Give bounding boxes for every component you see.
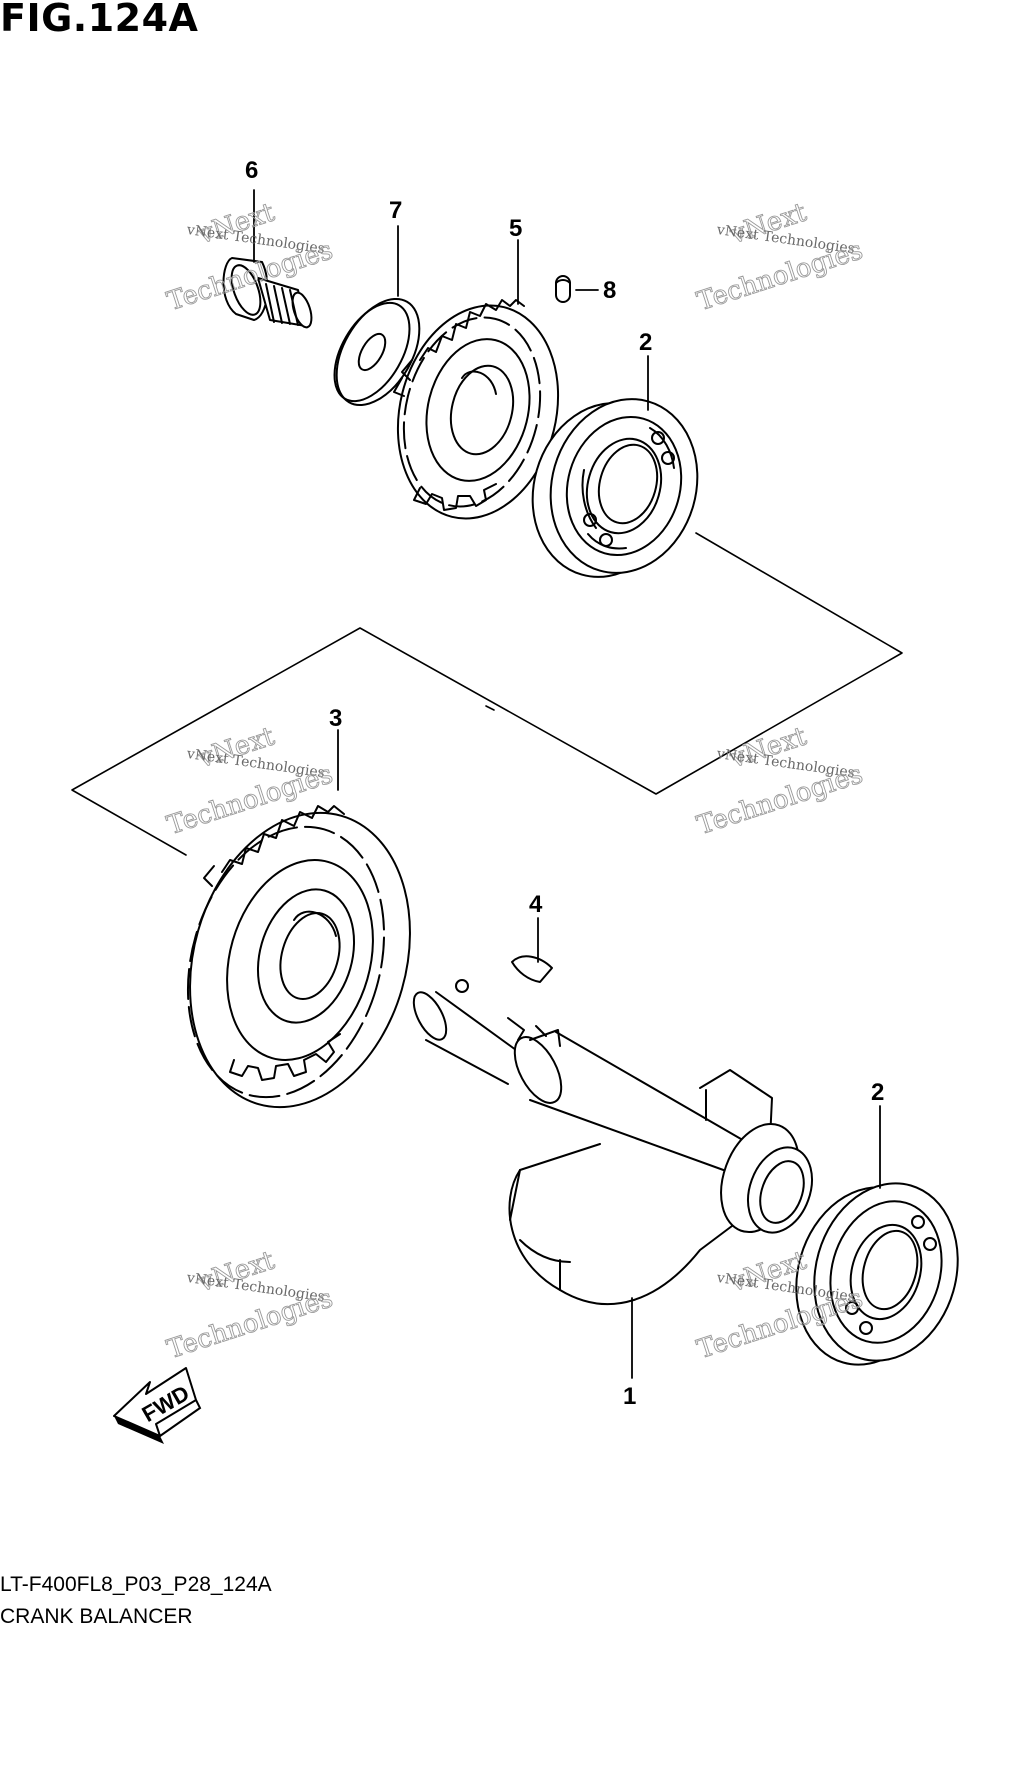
figure-code: LT-F400FL8_P03_P28_124A xyxy=(0,1573,272,1596)
svg-text:Technologies: Technologies xyxy=(164,759,337,841)
callout-8[interactable]: 8 xyxy=(603,277,616,304)
watermark-2: vNext vNext Technologies Technologies xyxy=(693,197,867,318)
figure-name: CRANK BALANCER xyxy=(0,1605,193,1628)
part-8-pin[interactable] xyxy=(555,275,571,303)
svg-text:Technologies: Technologies xyxy=(694,235,867,317)
callout-7[interactable]: 7 xyxy=(389,197,402,224)
part-3-gear[interactable] xyxy=(157,787,443,1134)
part-1-balancer-shaft[interactable] xyxy=(407,979,823,1305)
part-7-washer[interactable] xyxy=(319,285,436,419)
svg-text:Technologies: Technologies xyxy=(164,1283,337,1365)
callout-6[interactable]: 6 xyxy=(245,157,258,184)
part-2-bearing-lower[interactable] xyxy=(776,1166,978,1382)
callout-4[interactable]: 4 xyxy=(529,891,543,918)
part-6-bolt[interactable] xyxy=(222,257,316,330)
watermark-4: vNext vNext Technologies Technologies xyxy=(693,721,867,842)
callout-labels: 6 7 5 8 2 3 4 2 1 xyxy=(245,157,884,1410)
part-4-key[interactable] xyxy=(511,955,553,983)
callout-1[interactable]: 1 xyxy=(623,1383,636,1410)
callout-2-upper[interactable]: 2 xyxy=(639,329,652,356)
callout-2-lower[interactable]: 2 xyxy=(871,1079,884,1106)
leader-lines xyxy=(253,189,881,1379)
callout-3[interactable]: 3 xyxy=(329,705,342,732)
assembly-reference-outline xyxy=(71,532,903,856)
watermark-5: vNext vNext Technologies Technologies xyxy=(163,1245,337,1366)
fwd-arrow-icon: FWD xyxy=(113,1367,202,1444)
part-2-bearing-upper[interactable] xyxy=(513,382,718,595)
svg-text:Technologies: Technologies xyxy=(694,759,867,841)
watermark-3: vNext vNext Technologies Technologies xyxy=(163,721,337,842)
figure-title: FIG.124A xyxy=(0,0,199,40)
part-5-gear[interactable] xyxy=(376,288,580,535)
callout-5[interactable]: 5 xyxy=(509,215,522,242)
